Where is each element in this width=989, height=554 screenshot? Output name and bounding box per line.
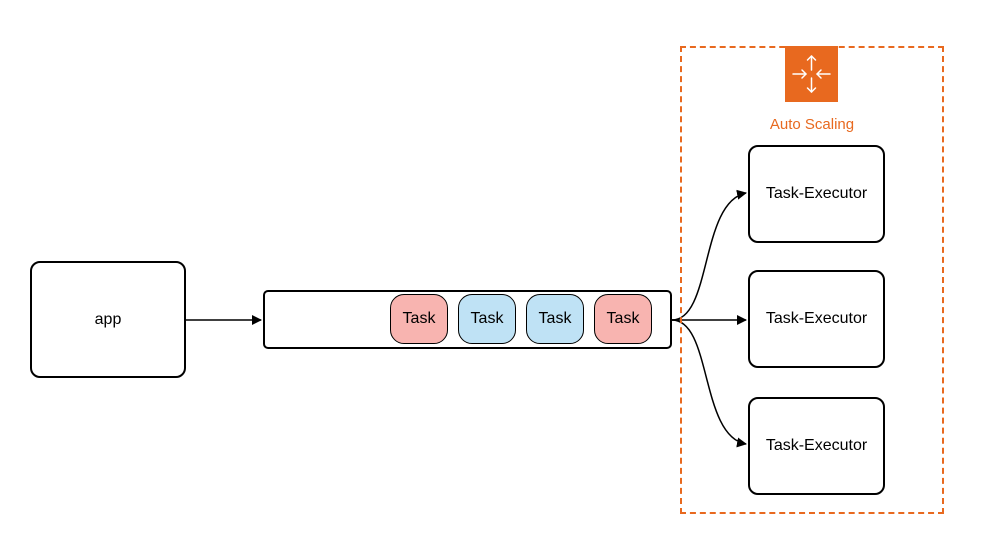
auto-scaling-icon <box>785 46 838 102</box>
task-executor-node: Task-Executor <box>748 397 885 495</box>
autoscaling-label: Auto Scaling <box>769 116 855 133</box>
task-item: Task <box>526 294 584 344</box>
task-item: Task <box>594 294 652 344</box>
arrow-queue-to-executor-3 <box>671 319 747 448</box>
arrow-queue-to-executor-1 <box>671 189 747 321</box>
task-item: Task <box>390 294 448 344</box>
task-executor-node: Task-Executor <box>748 145 885 243</box>
app-node: app <box>30 261 186 378</box>
task-executor-node: Task-Executor <box>748 270 885 368</box>
task-item: Task <box>458 294 516 344</box>
